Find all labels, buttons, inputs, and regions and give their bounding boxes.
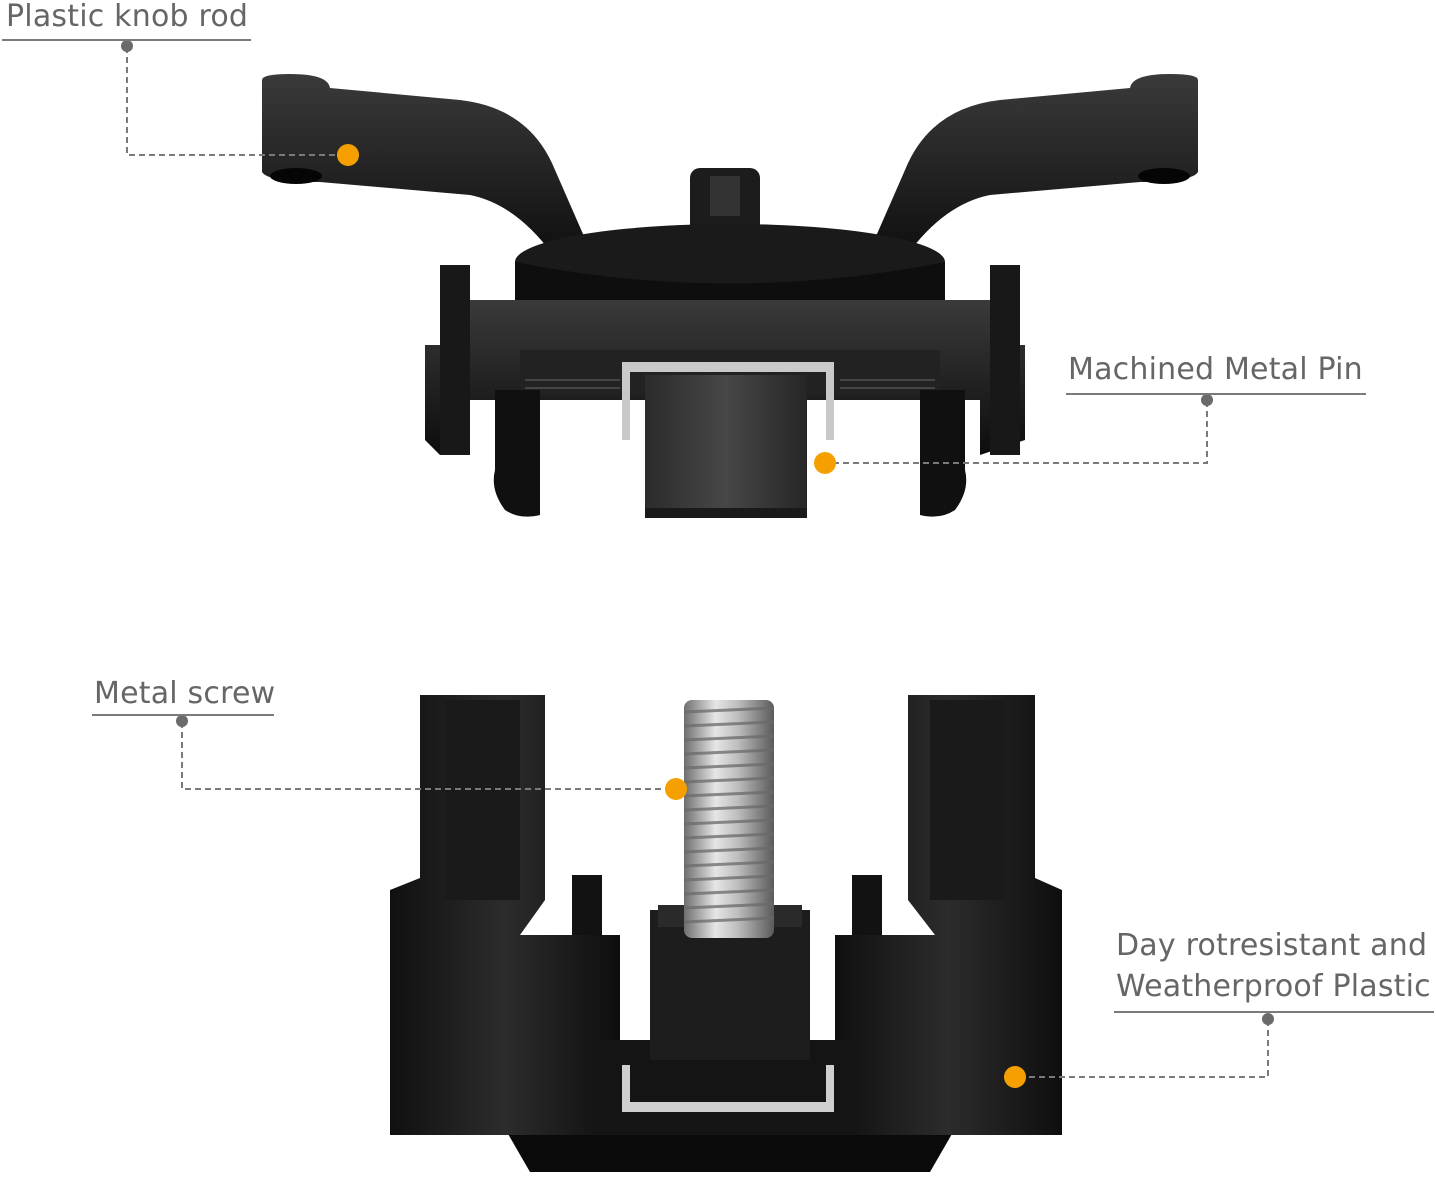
metal-pin-block [645,375,807,517]
metal-pin-frame [622,362,834,440]
right-clip [920,390,967,517]
left-arm-hole [270,168,322,184]
leader-plastic-body [1015,1020,1269,1078]
right-arm-hole [1138,168,1190,184]
label-line: Weatherproof Plastic [1116,969,1431,1004]
anchor-dot [176,715,188,727]
knob-rod-assembly [262,74,1198,518]
callout-markers [337,144,1026,1088]
marker-machined-metal-pin [814,452,836,474]
left-arm [262,74,590,265]
screw-threads [683,706,775,924]
leader-machined-metal-pin [825,401,1208,464]
label-line: Metal screw [94,676,276,711]
right-arm [870,74,1198,265]
label-metal-screw: Metal screw [94,673,275,714]
leader-metal-screw [181,722,676,790]
label-line: Day rotresistant and [1116,928,1428,963]
metal-u-clip [622,1065,834,1112]
label-plastic-body: Day rotresistant and Weatherproof Plasti… [1116,925,1431,1007]
anchor-dot [1262,1013,1274,1025]
anchor-dot [1201,394,1213,406]
bottom-housing [390,695,1062,1172]
label-line: Plastic knob rod [6,0,249,34]
label-plastic-knob-rod: Plastic knob rod [6,0,248,37]
label-machined-metal-pin: Machined Metal Pin [1068,349,1363,390]
label-underline [1114,1011,1434,1013]
label-underline [92,714,274,716]
marker-plastic-knob-rod [337,144,359,166]
left-clip [493,390,540,517]
anchor-dot [121,40,133,52]
leader-lines [126,47,1269,1078]
label-line: Machined Metal Pin [1068,352,1363,387]
leader-plastic-knob-rod [126,47,348,156]
marker-plastic-body [1004,1066,1026,1088]
label-underline [1066,393,1366,395]
marker-metal-screw [665,778,687,800]
leader-anchors [121,40,1274,1025]
label-underline [2,39,251,41]
